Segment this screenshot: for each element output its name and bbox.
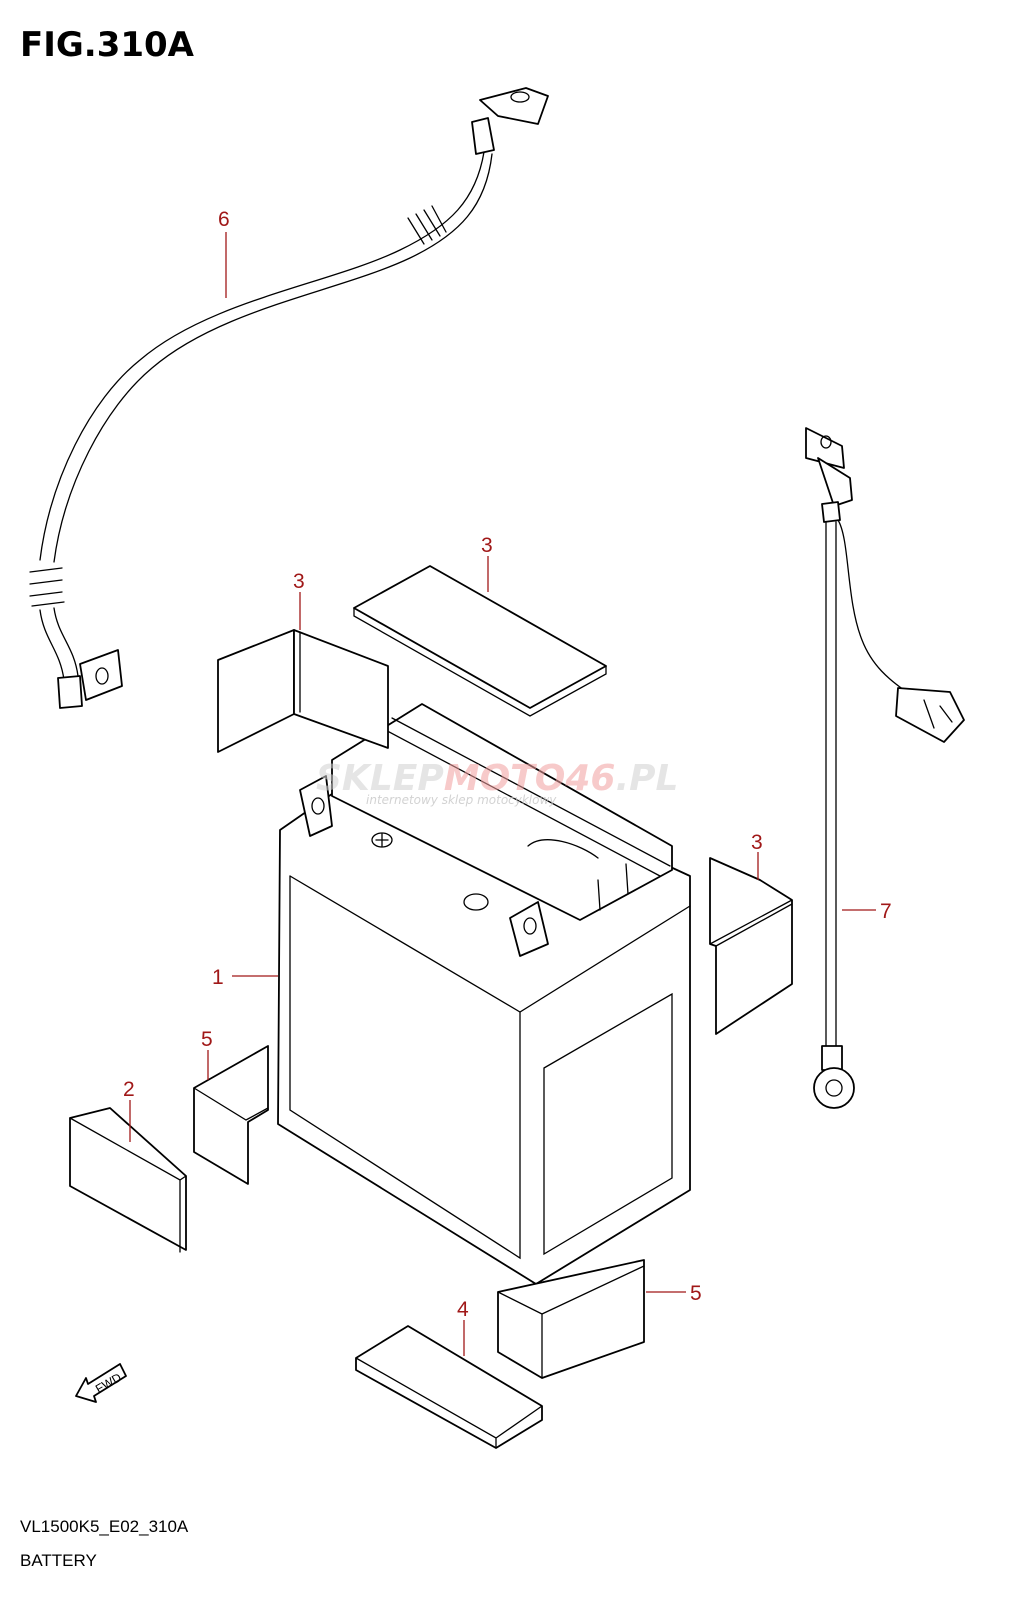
part-3-pad-right bbox=[709, 857, 793, 1035]
watermark-brand-part2: MOTO46 bbox=[444, 758, 616, 799]
part-2-pad bbox=[69, 1107, 187, 1253]
callout-6: 6 bbox=[218, 208, 230, 231]
watermark-brand-part1: SKLEP bbox=[316, 758, 444, 799]
callout-3-top: 3 bbox=[481, 534, 493, 557]
figure-title: FIG.310A bbox=[20, 25, 195, 65]
callout-3-left: 3 bbox=[293, 570, 305, 593]
watermark: SKLEPMOTO46.PL internetowy sklep motocyk… bbox=[316, 758, 678, 807]
callout-2: 2 bbox=[123, 1078, 135, 1101]
callout-5-bottom: 5 bbox=[690, 1282, 702, 1305]
watermark-brand-part3: .PL bbox=[615, 758, 678, 799]
watermark-tagline: internetowy sklep motocyklowy bbox=[366, 793, 557, 807]
callout-3-right: 3 bbox=[751, 831, 763, 854]
footer-model-code: VL1500K5_E02_310A bbox=[20, 1517, 189, 1536]
part-5-pad-left bbox=[193, 1045, 269, 1185]
callout-4: 4 bbox=[457, 1298, 469, 1321]
svg-text:SKLEPMOTO46.PL: SKLEPMOTO46.PL bbox=[316, 758, 678, 799]
part-3-pad-top bbox=[353, 565, 607, 717]
callout-1: 1 bbox=[212, 966, 224, 989]
part-4-pad bbox=[355, 1325, 543, 1449]
part-3-pad-left bbox=[217, 629, 389, 753]
footer-section-name: BATTERY bbox=[20, 1551, 97, 1570]
callout-5-left: 5 bbox=[201, 1028, 213, 1051]
part-1-battery bbox=[277, 703, 691, 1285]
fwd-direction-arrow: FWD bbox=[75, 1363, 127, 1403]
part-5-pad-bottom bbox=[497, 1259, 645, 1379]
part-6-battery-cable bbox=[29, 87, 549, 709]
part-7-negative-cable bbox=[805, 427, 965, 1109]
callout-7: 7 bbox=[880, 900, 892, 923]
